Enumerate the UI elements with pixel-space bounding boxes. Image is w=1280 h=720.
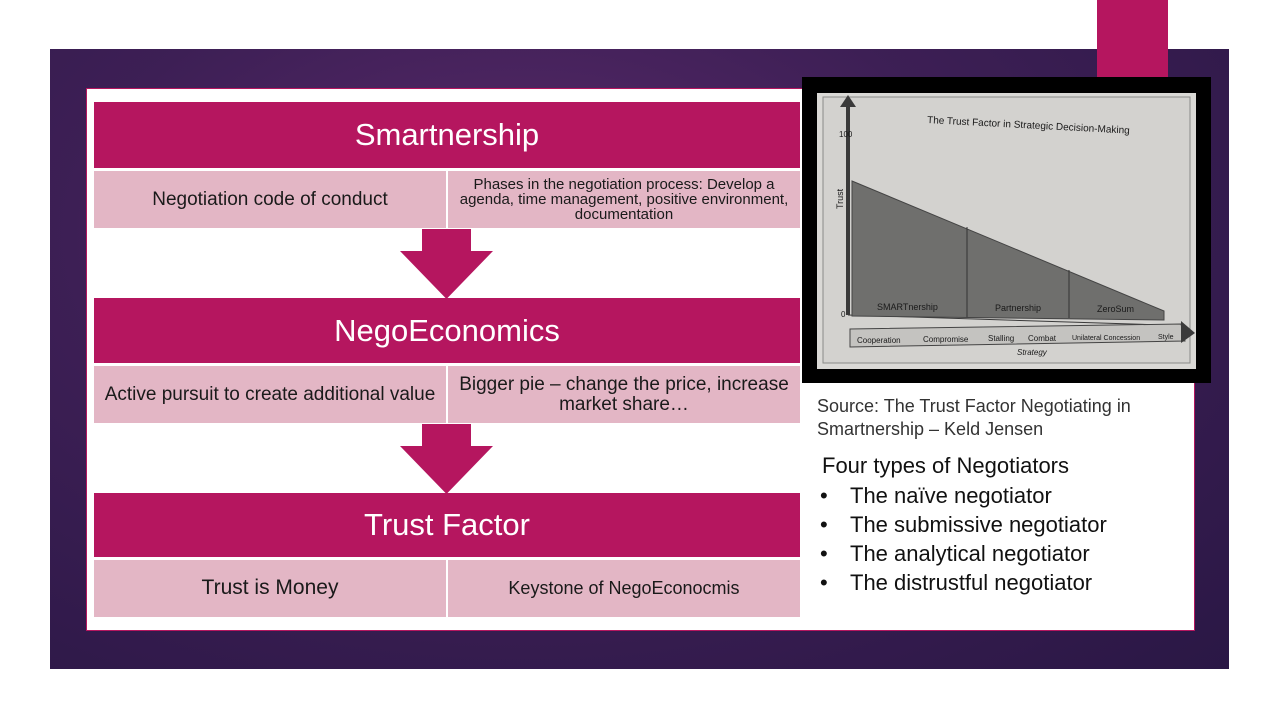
trust-factor-right-cell: Keystone of NegoEconocmis [448,560,800,617]
trust-factor-left-cell: Trust is Money [94,560,446,617]
source-caption: Source: The Trust Factor Negotiating in … [817,396,1131,439]
negoeconomics-left-cell: Active pursuit to create additional valu… [94,366,446,423]
smartnership-left-cell: Negotiation code of conduct [94,171,446,228]
bullet-marker: • [820,483,828,508]
bullet-marker: • [820,541,828,566]
accent-tab [1097,0,1168,78]
list-item: • The submissive negotiator [820,510,1107,539]
smartnership-header: Smartnership [94,102,800,168]
figure-region-smartnership: SMARTnership [877,302,938,312]
figure-region-partnership: Partnership [995,303,1041,313]
bullet-marker: • [820,512,828,537]
trust-factor-header: Trust Factor [94,493,800,557]
figure-x-item-6: Style [1158,334,1174,341]
list-item: • The analytical negotiator [820,539,1107,568]
figure-y-tick-top: 100 [839,130,853,139]
negoeconomics-header: NegoEconomics [94,298,800,363]
list-item-text: The submissive negotiator [850,512,1107,537]
list-item-text: The distrustful negotiator [850,570,1093,595]
figure-region-zerosum: ZeroSum [1097,304,1134,314]
figure-y-tick-bottom: 0 [841,310,846,319]
list-item: • The distrustful negotiator [820,568,1107,597]
list-item: • The naïve negotiator [820,481,1107,510]
figure-x-item-4: Combat [1028,334,1057,343]
figure-x-item-1: Cooperation [857,336,901,345]
figure-x-item-2: Compromise [923,335,969,344]
negotiator-types-list: • The naïve negotiator • The submissive ne… [820,481,1107,597]
list-item-text: The naïve negotiator [850,483,1052,508]
bullet-marker: • [820,570,828,595]
negotiator-types-title: Four types of Negotiators [822,453,1070,478]
figure-x-label: Strategy [1017,348,1048,357]
trust-factor-figure: The Trust Factor in Strategic Decision-M… [817,93,1196,369]
negoeconomics-right-cell: Bigger pie – change the price, increase … [448,366,800,423]
figure-y-label: Trust [835,188,845,209]
down-arrow-2 [400,424,493,494]
figure-x-item-5: Unilateral Concession [1072,335,1140,342]
down-arrow-1 [400,229,493,299]
list-item-text: The analytical negotiator [850,541,1090,566]
figure-x-item-3: Stalling [988,334,1014,343]
smartnership-right-cell: Phases in the negotiation process: Devel… [448,171,800,228]
